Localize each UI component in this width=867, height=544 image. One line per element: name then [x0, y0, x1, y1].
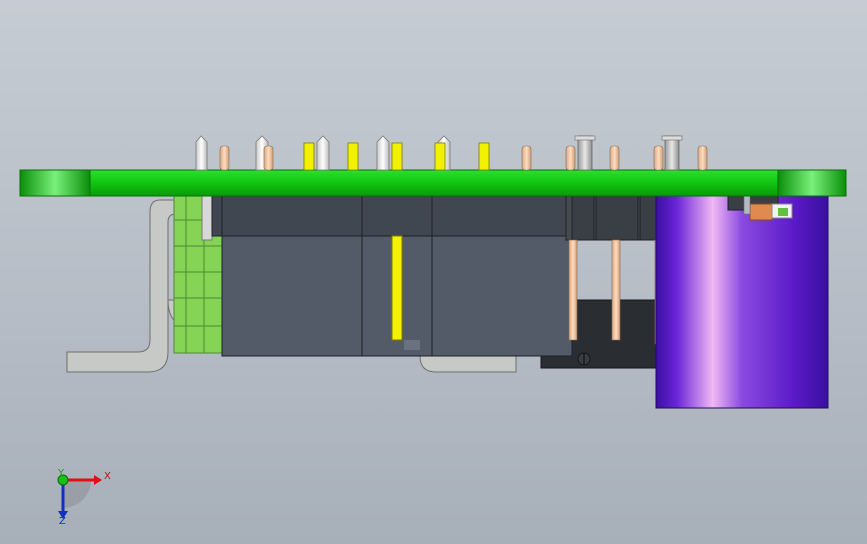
- capacitor: [655, 195, 829, 409]
- pin-copper: [697, 145, 708, 171]
- pin-yellow: [347, 142, 359, 171]
- pin-copper: [263, 145, 274, 171]
- triad-arc: [63, 480, 91, 508]
- pin-white: [316, 135, 330, 171]
- pcb-board: [19, 169, 847, 197]
- pin-yellow: [303, 142, 315, 171]
- pin-copper: [653, 145, 664, 171]
- y-axis-dot: [57, 474, 69, 486]
- pin-silver: [574, 135, 596, 141]
- small-components: [727, 195, 793, 221]
- pin-copper: [565, 145, 576, 171]
- z-axis-arrowhead: [58, 511, 68, 519]
- pin-white: [195, 135, 208, 171]
- terminal-block: [173, 195, 225, 354]
- pin-copper: [219, 145, 230, 171]
- pin-yellow: [391, 142, 403, 171]
- pin-yellow: [478, 142, 490, 171]
- y-axis-label: Y: [57, 468, 65, 479]
- z-axis-label: Z: [59, 516, 66, 527]
- pin-copper: [609, 145, 620, 171]
- main-connector: [211, 195, 573, 357]
- pin-yellow: [434, 142, 446, 171]
- pin-white: [376, 135, 390, 171]
- pin-copper: [521, 145, 532, 171]
- x-axis-arrowhead: [94, 475, 102, 485]
- pin-silver: [664, 135, 680, 171]
- x-axis-label: X: [104, 471, 111, 482]
- top-pins: [195, 135, 708, 171]
- pin-silver: [577, 135, 593, 171]
- coordinate-triad[interactable]: X Y Z: [57, 468, 111, 527]
- bracket-foot: [419, 353, 517, 373]
- pin-silver: [661, 135, 683, 141]
